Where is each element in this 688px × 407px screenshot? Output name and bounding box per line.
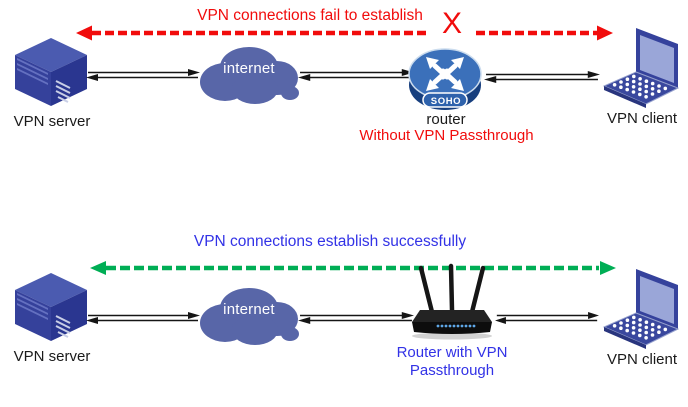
vpn-server-bottom: VPN server: [12, 272, 92, 367]
link-arrow: [86, 312, 200, 324]
vpn-server-top: VPN server: [12, 37, 92, 132]
cloud-icon: [200, 288, 299, 345]
internet-label: internet: [223, 301, 275, 318]
vpn-client-bottom: VPN client: [600, 267, 684, 370]
server-icon: [15, 38, 87, 106]
fail-title: VPN connections fail to establish: [197, 7, 423, 24]
link-arrow: [298, 312, 414, 324]
soho-router-top: SOHO: [406, 47, 486, 113]
link-arrow: [495, 312, 599, 324]
laptop-icon: [602, 269, 680, 349]
vpn-client-label: VPN client: [606, 110, 678, 127]
success-arrow: [90, 261, 616, 275]
link-arrow: [298, 69, 414, 81]
link-arrow: [484, 71, 600, 83]
success-title: VPN connections establish successfully: [193, 233, 467, 250]
server-icon: [15, 273, 87, 341]
link-arrow: [86, 69, 200, 81]
internet-cloud-top: internet: [197, 44, 301, 106]
router-label: Router with VPN Passthrough: [396, 344, 508, 379]
wireless-router-icon: [412, 263, 492, 340]
vpn-server-label: VPN server: [13, 113, 91, 130]
router-label: router: [426, 111, 466, 128]
internet-cloud-bottom: internet: [197, 285, 301, 347]
vpn-server-label: VPN server: [13, 348, 91, 365]
vpn-client-top: VPN client: [600, 26, 684, 129]
wireless-router-bottom: [408, 262, 496, 342]
fail-x-mark: X: [441, 7, 462, 40]
router-note: Without VPN Passthrough: [359, 127, 534, 144]
fail-arrow: [76, 25, 613, 41]
internet-label: internet: [223, 60, 275, 77]
laptop-icon: [602, 28, 680, 108]
soho-router-icon: [408, 48, 482, 110]
cloud-icon: [200, 47, 299, 104]
vpn-client-label: VPN client: [606, 351, 678, 368]
soho-badge: SOHO: [430, 96, 462, 107]
